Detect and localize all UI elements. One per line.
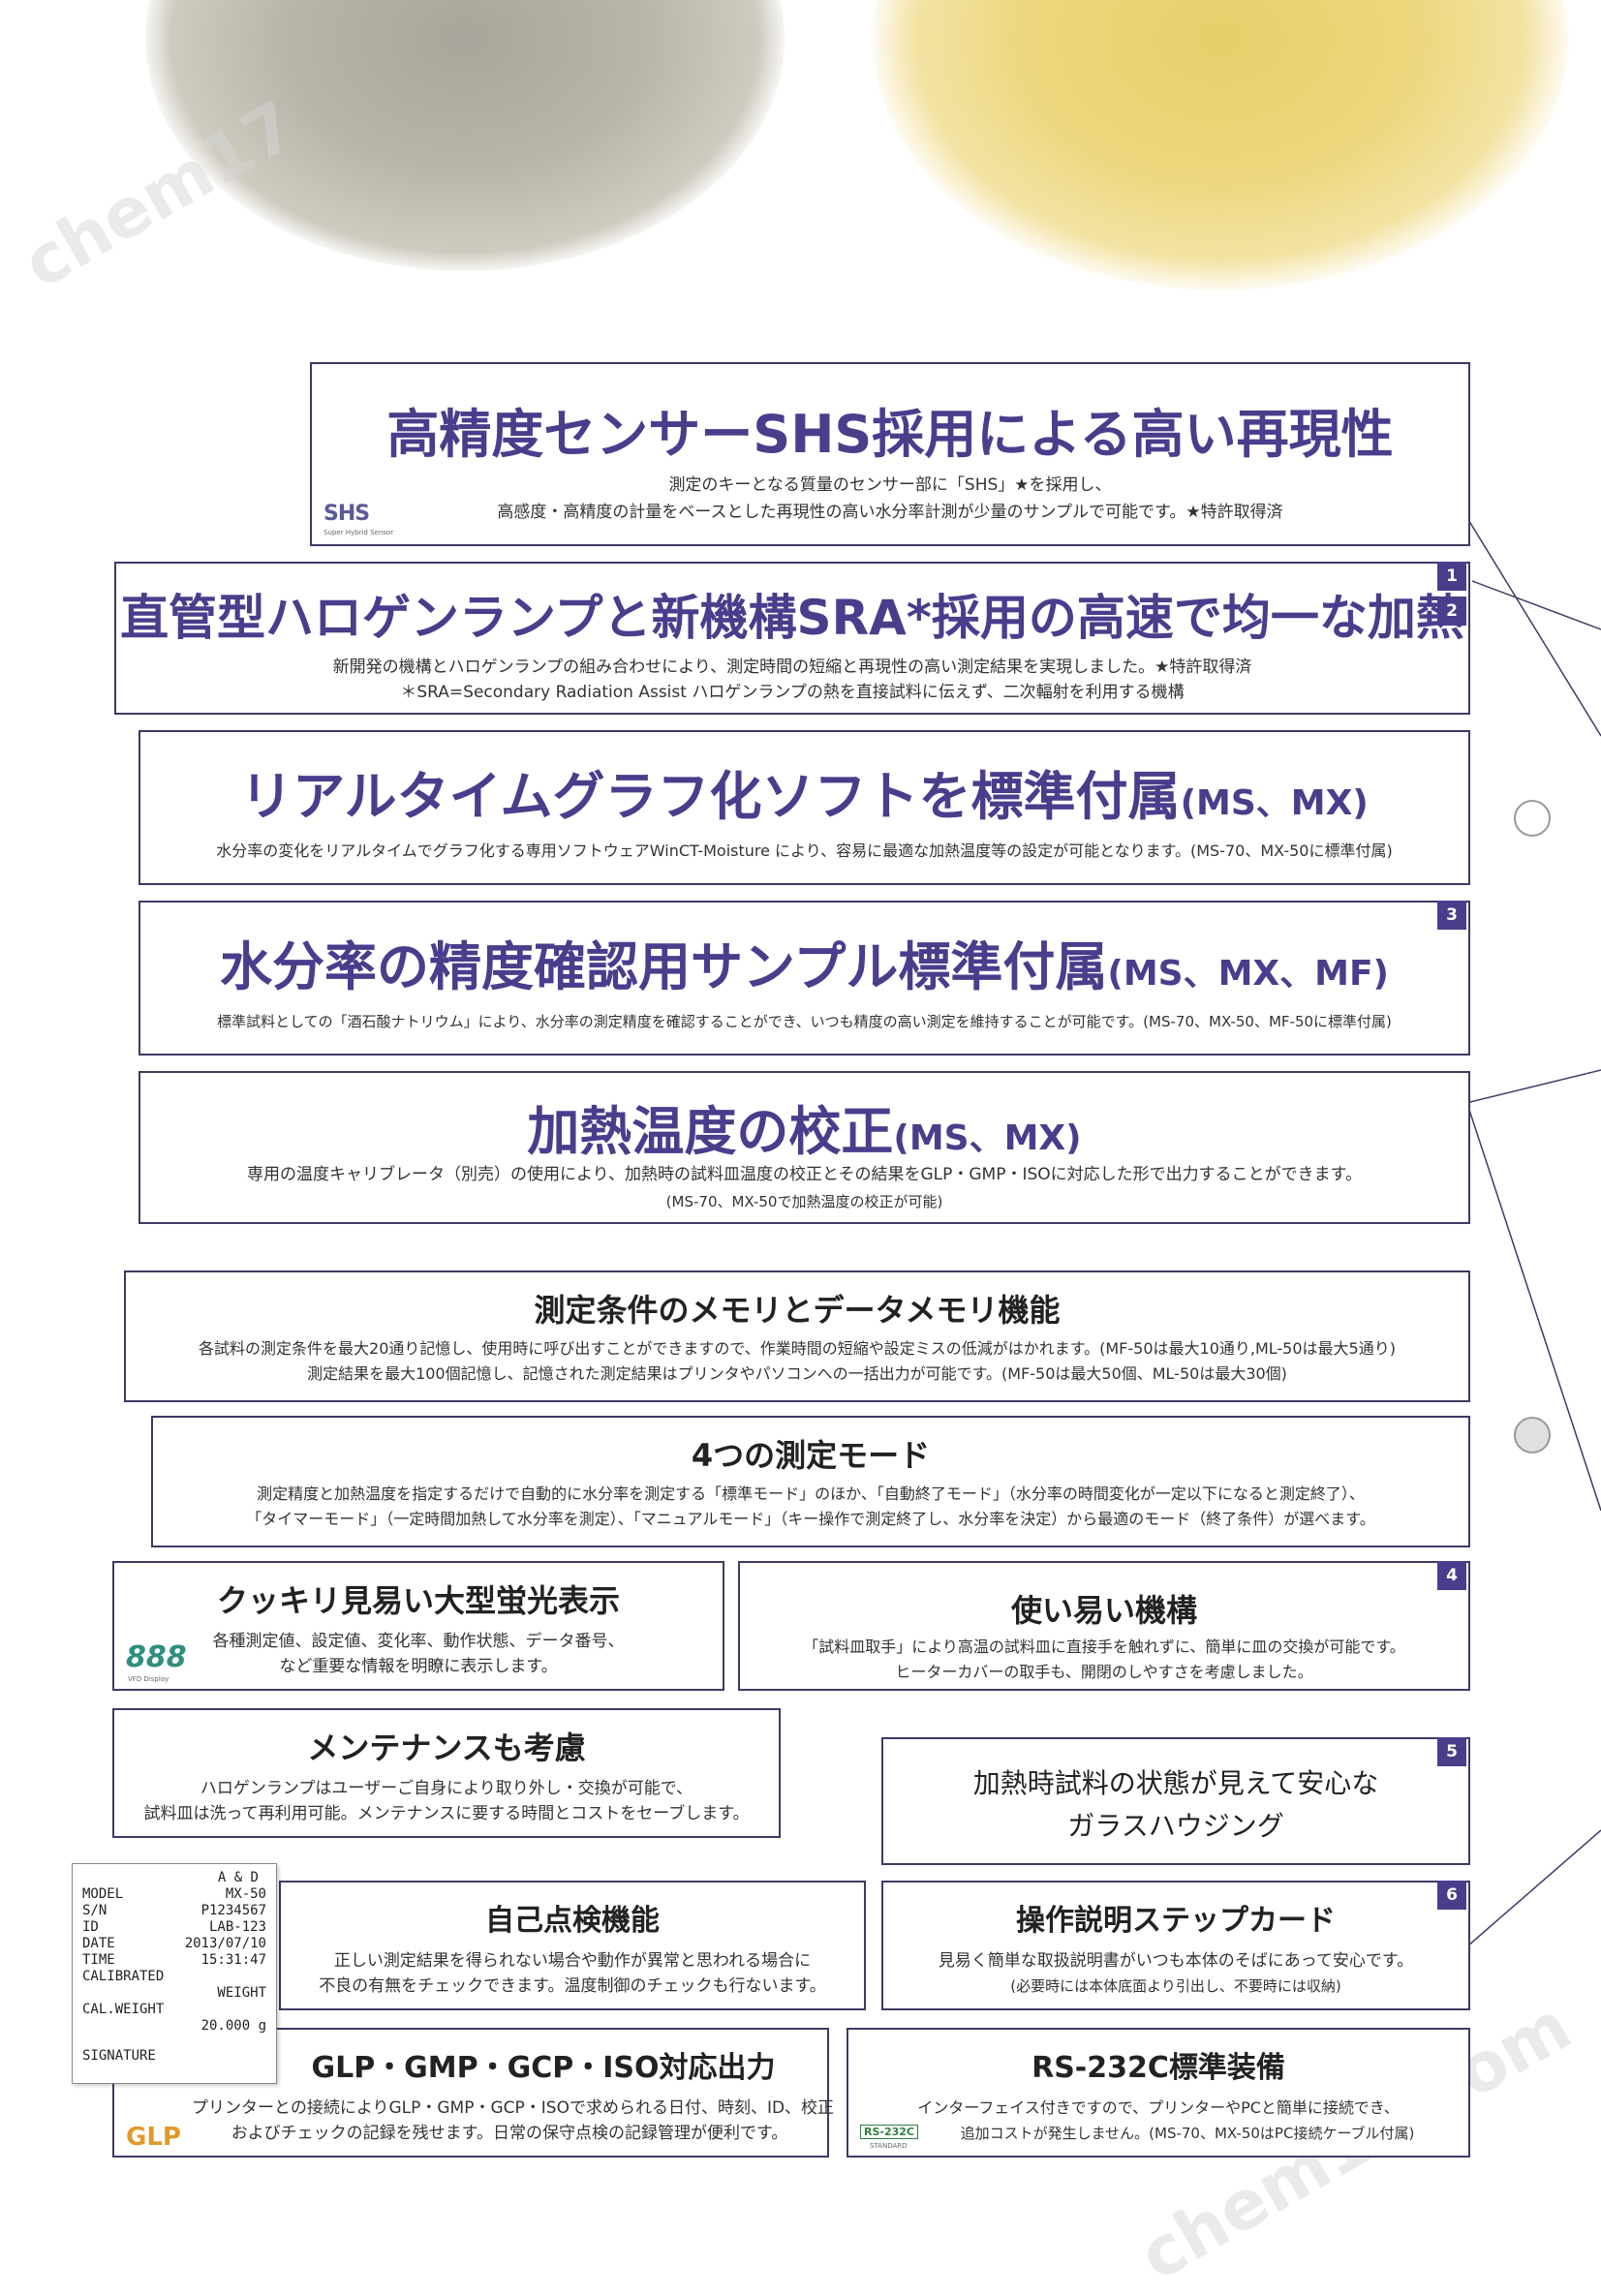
receipt-id-value: LAB-123 xyxy=(208,1919,266,1935)
number-badge-2: 2 xyxy=(1437,597,1466,626)
feature-rs232c-line1: インターフェイス付きですので、プリンターやPCと簡単に接続でき、 xyxy=(917,2098,1400,2117)
feature-graph-suffix: (MS、MX) xyxy=(1180,783,1369,823)
feature-graph-title: リアルタイムグラフ化ソフトを標準付属(MS、MX) xyxy=(140,753,1468,830)
glp-logo-icon: GLP xyxy=(126,2123,181,2152)
feature-modes-line2: 「タイマーモード」（一定時間加熱して水分率を測定）、「マニュアルモード」（キー操… xyxy=(246,1510,1375,1528)
feature-shs-title: 高精度センサーSHS採用による高い再現性 xyxy=(386,404,1394,465)
receipt-time-key: TIME xyxy=(82,1952,115,1968)
printout-sample: A & D MODEL MX-50 S/N P1234567 ID LAB-123 D… xyxy=(72,1863,277,2084)
number-badge-5: 5 xyxy=(1437,1737,1466,1766)
feature-halogen-title: 直管型ハロゲンランプと新機構SRA*採用の高速で均一な加熱 xyxy=(120,590,1464,646)
feature-rs232c: RS-232C標準装備 インターフェイス付きですので、プリンターやPCと簡単に接… xyxy=(847,2028,1470,2158)
feature-memory-line2: 測定結果を最大100個記憶し、記憶された測定結果はプリンタやパソコンへの一括出力… xyxy=(307,1364,1287,1383)
feature-maintenance-line1: ハロゲンランプはユーザーご自身により取り外し・交換が可能で、 xyxy=(200,1779,693,1798)
feature-maintenance-line2: 試料皿は洗って再利用可能。メンテナンスに要する時間とコストをセーブします。 xyxy=(143,1804,750,1823)
feature-stepcard-line1: 見易く簡単な取扱説明書がいつも本体のそばにあって安心です。 xyxy=(938,1951,1414,1971)
feature-glp-title: GLP・GMP・GCP・ISO対応出力 xyxy=(311,2051,776,2085)
feature-glp-line2: およびチェックの記録を残せます。日常の保守点検の記録管理が便利です。 xyxy=(231,2124,788,2143)
feature-easy-line2: ヒーターカバーの取手も、開閉のしやすさを考慮しました。 xyxy=(895,1663,1313,1681)
feature-shs: 高精度センサーSHS採用による高い再現性 測定のキーとなる質量のセンサー部に「S… xyxy=(310,362,1470,546)
feature-calibration-line2: (MS-70、MX-50で加熱温度の校正が可能) xyxy=(665,1193,943,1210)
feature-graph-title-main: リアルタイムグラフ化ソフトを標準付属 xyxy=(240,766,1181,827)
feature-stepcard-title: 操作説明ステップカード xyxy=(1016,1904,1336,1938)
receipt-brand: A & D xyxy=(217,1870,259,1885)
feature-selfcheck-line1: 正しい測定結果を得られない場合や動作が異常と思われる場合に xyxy=(333,1951,812,1971)
feature-memory: 測定条件のメモリとデータメモリ機能 各試料の測定条件を最大20通り記憶し、使用時… xyxy=(124,1270,1470,1402)
feature-easy-title: 使い易い機構 xyxy=(1010,1592,1197,1629)
feature-sample: 水分率の精度確認用サンプル標準付属(MS、MX、MF) 標準試料としての「酒石酸… xyxy=(139,901,1470,1056)
shs-logo-subtitle: Super Hybrid Sensor xyxy=(323,529,394,536)
feature-modes-title: 4つの測定モード xyxy=(691,1437,931,1474)
feature-rs232c-line2: 追加コストが発生しません。(MS-70、MX-50はPC接続ケーブル付属) xyxy=(960,2125,1415,2142)
receipt-date-key: DATE xyxy=(82,1936,115,1951)
feature-shs-line2: 高感度・高精度の計量をベースとした再現性の高い水分率計測が少量のサンプルで可能で… xyxy=(497,503,1283,522)
feature-graph-line1: 水分率の変化をリアルタイムでグラフ化する専用ソフトウェアWinCT-Moistu… xyxy=(216,842,1393,860)
receipt-sn-value: P1234567 xyxy=(200,1903,266,1918)
feature-display: クッキリ見易い大型蛍光表示 各種測定値、設定値、変化率、動作状態、データ番号、 … xyxy=(112,1561,724,1691)
feature-halogen-line1: 新開発の機構とハロゲンランプの組み合わせにより、測定時間の短縮と再現性の高い測定… xyxy=(332,658,1252,677)
feature-glass-line1: 加熱時試料の状態が見えて安心な xyxy=(972,1767,1379,1799)
receipt-model-value: MX-50 xyxy=(225,1886,266,1902)
receipt-id-key: ID xyxy=(82,1919,99,1935)
feature-shs-line1: 測定のキーとなる質量のセンサー部に「SHS」★を採用し、 xyxy=(668,475,1112,495)
feature-sample-line1: 標準試料としての「酒石酸ナトリウム」により、水分率の測定精度を確認することができ… xyxy=(217,1013,1392,1030)
feature-display-title: クッキリ見易い大型蛍光表示 xyxy=(216,1582,620,1619)
receipt-calweight-value: 20.000 g xyxy=(200,2018,266,2034)
receipt-time-value: 15:31:47 xyxy=(200,1952,266,1968)
feature-display-line2: など重要な情報を明瞭に表示します。 xyxy=(279,1657,558,1676)
rs232c-logo-subtitle: STANDARD xyxy=(870,2142,908,2150)
feature-graph: リアルタイムグラフ化ソフトを標準付属(MS、MX) 水分率の変化をリアルタイムで… xyxy=(139,730,1470,885)
vfd-logo-subtitle: VFD Display xyxy=(128,1675,169,1683)
feature-sample-title-main: 水分率の精度確認用サンプル標準付属 xyxy=(219,936,1108,997)
feature-stepcard-line2: (必要時には本体底面より引出し、不要時には収納) xyxy=(1010,1977,1341,1995)
rs232c-logo-icon: RS-232C xyxy=(860,2125,918,2139)
receipt-model-key: MODEL xyxy=(82,1886,124,1902)
feature-calibration-title-main: 加熱温度の校正 xyxy=(527,1101,894,1162)
feature-selfcheck-line2: 不良の有無をチェックできます。温度制御のチェックも行ないます。 xyxy=(319,1976,826,1996)
receipt-date-value: 2013/07/10 xyxy=(184,1936,266,1951)
feature-glp-line1: プリンターとの接続によりGLP・GMP・GCP・ISOで求められる日付、時刻、I… xyxy=(192,2098,835,2118)
shs-logo-icon: SHS xyxy=(323,502,370,526)
feature-glass-line2: ガラスハウジング xyxy=(1067,1810,1284,1842)
feature-memory-title: 測定条件のメモリとデータメモリ機能 xyxy=(534,1292,1061,1329)
vfd-logo-icon: 888 xyxy=(126,1640,187,1674)
feature-calibration: 加熱温度の校正(MS、MX) 専用の温度キャリブレータ（別売）の使用により、加熱… xyxy=(139,1071,1470,1224)
number-badge-4: 4 xyxy=(1437,1561,1466,1590)
receipt-sn-key: S/N xyxy=(82,1903,108,1918)
feature-calibration-title: 加熱温度の校正(MS、MX) xyxy=(140,1088,1468,1165)
feature-sample-suffix: (MS、MX、MF) xyxy=(1107,954,1390,994)
feature-halogen: 直管型ハロゲンランプと新機構SRA*採用の高速で均一な加熱 新開発の機構とハロゲ… xyxy=(114,562,1470,715)
feature-selfcheck-title: 自己点検機能 xyxy=(485,1904,660,1938)
feature-halogen-line2: ＊SRA=Secondary Radiation Assist ハロゲンランプの… xyxy=(400,683,1185,702)
feature-memory-line1: 各試料の測定条件を最大20通り記憶し、使用時に呼び出すことができますので、作業時… xyxy=(199,1339,1396,1358)
feature-glp: GLP・GMP・GCP・ISO対応出力 プリンターとの接続によりGLP・GMP・… xyxy=(112,2028,835,2158)
feature-sample-title: 水分率の精度確認用サンプル標準付属(MS、MX、MF) xyxy=(140,924,1468,1000)
feature-maintenance-title: メンテナンスも考慮 xyxy=(307,1730,586,1766)
receipt-calibrated: CALIBRATED xyxy=(82,1969,165,1984)
feature-maintenance: メンテナンスも考慮 ハロゲンランプはユーザーご自身により取り外し・交換が可能で、… xyxy=(112,1708,781,1838)
number-badge-6: 6 xyxy=(1437,1881,1466,1910)
feature-easy: 使い易い機構 「試料皿取手」により高温の試料皿に直接手を触れずに、簡単に皿の交換… xyxy=(738,1561,1470,1691)
receipt-weight: WEIGHT xyxy=(217,1985,266,2001)
feature-calibration-line1: 専用の温度キャリブレータ（別売）の使用により、加熱時の試料皿温度の校正とその結果… xyxy=(247,1165,1362,1184)
feature-rs232c-title: RS-232C標準装備 xyxy=(1031,2051,1285,2085)
feature-display-line1: 各種測定値、設定値、変化率、動作状態、データ番号、 xyxy=(212,1632,625,1651)
feature-glass: 加熱時試料の状態が見えて安心な ガラスハウジング xyxy=(881,1737,1470,1865)
feature-calibration-suffix: (MS、MX) xyxy=(893,1118,1082,1158)
feature-easy-line1: 「試料皿取手」により高温の試料皿に直接手を触れずに、簡単に皿の交換が可能です。 xyxy=(803,1638,1405,1656)
number-badge-1: 1 xyxy=(1437,562,1466,591)
receipt-calweight-key: CAL.WEIGHT xyxy=(82,2002,165,2017)
number-badge-3: 3 xyxy=(1437,901,1466,930)
feature-stepcard: 操作説明ステップカード 見易く簡単な取扱説明書がいつも本体のそばにあって安心です… xyxy=(881,1881,1470,2010)
feature-modes: 4つの測定モード 測定精度と加熱温度を指定するだけで自動的に水分率を測定する「標… xyxy=(151,1416,1470,1547)
feature-modes-line1: 測定精度と加熱温度を指定するだけで自動的に水分率を測定する「標準モード」のほか、… xyxy=(257,1485,1365,1503)
feature-selfcheck: 自己点検機能 正しい測定結果を得られない場合や動作が異常と思われる場合に 不良の… xyxy=(279,1881,866,2010)
receipt-signature: SIGNATURE xyxy=(82,2048,156,2064)
